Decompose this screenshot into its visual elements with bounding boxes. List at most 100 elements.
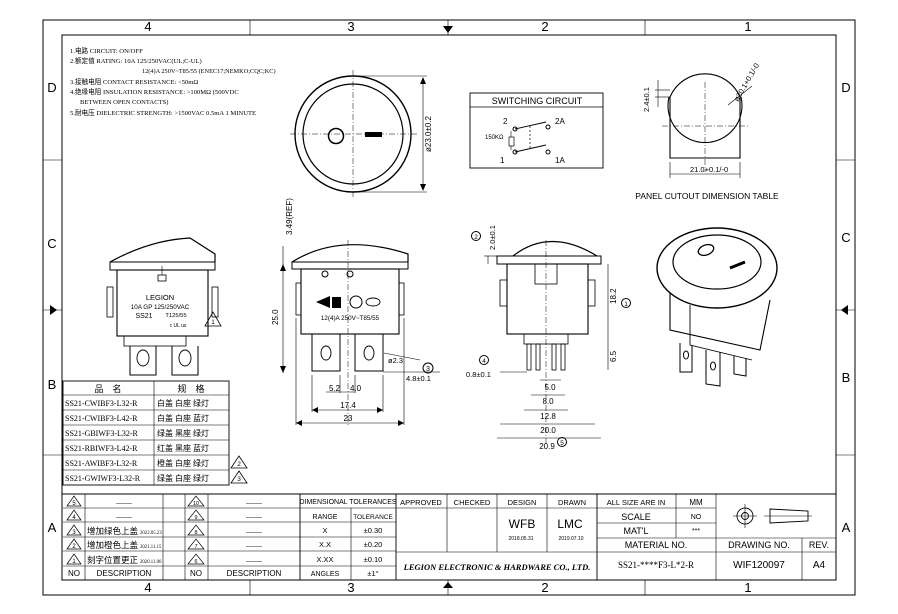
rev-no: 7 <box>194 544 197 550</box>
callout-5: 5 <box>560 440 564 447</box>
design-date: 2018.05.31 <box>508 536 533 542</box>
part-spec: 橙盖 白座 绿灯 <box>157 458 209 468</box>
dim-pin-outer: 12.8 <box>540 412 556 421</box>
drawn-date: 2019.07.10 <box>558 536 583 542</box>
center-arrow-top <box>443 26 453 33</box>
panel-cutout: 2.4±0.1 ø20.1+0.1/-0 21.0+0.1/-0 PANEL C… <box>635 61 779 201</box>
part-name: SS21-CWIBF3-L32-R <box>65 399 138 408</box>
rev-desc: —— <box>245 498 263 507</box>
rev-desc: 刻字位置更正 <box>87 555 139 565</box>
rev-no: 4 <box>72 515 76 521</box>
label-temp: T125/55 <box>165 313 186 319</box>
zone-bottom-3: 3 <box>347 580 354 595</box>
dim-pin-length: 6.5 <box>609 350 618 362</box>
title-block-grid <box>62 493 836 580</box>
zone-top-2: 2 <box>541 19 548 34</box>
rev-col-no: NO <box>190 569 202 578</box>
label-rating: 10A GP 125/250VAC <box>131 304 190 311</box>
drawing-no-label: DRAWING NO. <box>728 540 790 550</box>
switching-circuit: SWITCHING CIRCUIT 2 2A 1 1A 150KΩ <box>469 92 604 169</box>
rev-desc: —— <box>245 556 263 565</box>
part-name: SS21-GBIWF3-L32-R <box>65 429 139 438</box>
tolerance-value: ±1° <box>367 569 378 578</box>
rev-no: 1 <box>72 559 76 565</box>
drawn-label: DRAWN <box>558 498 586 507</box>
rev-date: 2022.05.23 <box>140 531 162 536</box>
material-no-value: SS21-****F3-L*2-R <box>618 560 694 570</box>
dim-flange: 2.0±0.1 <box>488 225 497 250</box>
tolerance-col-tol: TOLERANCE <box>353 514 393 521</box>
term-2A: 2A <box>555 117 565 126</box>
term-1: 1 <box>500 156 505 165</box>
zone-left-C: C <box>47 236 56 251</box>
note-4b: BETWEEN OPEN CONTACTS) <box>80 99 168 106</box>
note-2b: 12(4)A 250V~T85/55 (ENEC17;NEMKO;CQC;KC) <box>142 68 276 75</box>
side-view-left: LEGION 10A GP 125/250VAC SS21 T125/55 c … <box>106 237 222 376</box>
rev-desc: —— <box>245 527 263 536</box>
part-rev-mark: 3 <box>237 476 241 483</box>
zone-bottom-4: 4 <box>144 580 151 595</box>
zone-left-D: D <box>47 80 56 95</box>
projection-symbol-icon <box>733 504 812 528</box>
dim-pin-width: 4.8±0.1 <box>406 374 431 383</box>
tolerance-value: ±0.10 <box>364 555 383 564</box>
zone-right-B: B <box>842 370 851 385</box>
checked-label: CHECKED <box>454 498 491 507</box>
zone-top-4: 4 <box>144 19 151 34</box>
dim-pin-mid: 8.0 <box>542 397 554 406</box>
cutout-diameter: ø20.1+0.1/-0 <box>732 61 761 103</box>
rev-no: 5 <box>72 501 76 507</box>
dim-pin-offset: 5.2 <box>329 384 341 393</box>
dim-pin-gap: 4.0 <box>350 384 362 393</box>
part-spec: 白盖 白座 绿灯 <box>157 398 209 408</box>
dim-body-width-end: 20.0 <box>540 426 556 435</box>
zone-bottom-1: 1 <box>744 580 751 595</box>
note-4: 4.绝缘电阻 INSULATION RESISTANCE: >100MΩ (50… <box>70 87 239 96</box>
design-by: WFB <box>509 517 536 531</box>
rev-date: 2021.11.15 <box>140 545 162 550</box>
scale-value: NO <box>691 514 702 521</box>
matl-label: MAT'L <box>623 526 648 536</box>
part-spec: 红盖 黑座 蓝灯 <box>157 443 209 453</box>
dim-pin-span: 17.4 <box>340 401 356 410</box>
dim-body-width: 23 <box>344 414 353 423</box>
circuit-title: SWITCHING CIRCUIT <box>492 96 583 106</box>
dim-hole: ø2.3 <box>388 356 403 365</box>
revision-rows-right: 10 9 8 7 6 —— —— —— —— —— NO DESCRIPTION <box>187 495 282 578</box>
part-spec: 白盖 白座 蓝灯 <box>157 413 209 423</box>
design-label: DESIGN <box>508 498 537 507</box>
rev-no: 2 <box>72 544 76 550</box>
rev-desc: —— <box>245 512 263 521</box>
zone-left-A: A <box>48 520 57 535</box>
rev-no: 3 <box>72 530 76 536</box>
tolerance-title: DIMENSIONAL TOLERANCES <box>299 499 396 506</box>
tolerance-range: X <box>322 526 327 535</box>
center-arrow-left <box>50 305 57 315</box>
rev-desc: —— <box>115 512 133 521</box>
company-name: LEGION ELECTRONIC & HARDWARE CO., LTD. <box>403 562 591 572</box>
front-view: ø23.0±0.2 <box>290 70 433 198</box>
drawing-no-value: WIF120097 <box>733 560 785 571</box>
approval-block: APPROVED CHECKED DESIGN DRAWN WFB 2018.0… <box>400 498 590 572</box>
rev-desc: 增加绿色上盖 <box>87 526 139 536</box>
cutout-height: 2.4±0.1 <box>642 87 651 112</box>
dim-pin-inner: 5.0 <box>544 383 556 392</box>
part-name: SS21-AWIBF3-L32-R <box>65 459 138 468</box>
tolerance-value: ±0.30 <box>364 526 383 535</box>
label-rev-mark: 1 <box>211 320 215 326</box>
iso-view <box>656 227 778 387</box>
tolerance-col-range: RANGE <box>313 514 338 521</box>
rev-col-no: NO <box>68 569 80 578</box>
parts-header-spec: 规 格 <box>177 383 204 394</box>
units-value: MM <box>689 498 703 507</box>
front-diameter: ø23.0±0.2 <box>424 115 433 152</box>
label-brand: LEGION <box>146 293 174 302</box>
zone-top-3: 3 <box>347 19 354 34</box>
zone-right-D: D <box>841 80 850 95</box>
note-5: 5.耐电压 DIELECTRIC STRENGTH: >1500VAC 0.5m… <box>70 108 256 117</box>
parts-header-name: 品 名 <box>94 383 121 394</box>
matl-value: *** <box>692 528 700 535</box>
part-rev-mark: 2 <box>237 461 241 468</box>
resistor-value: 150KΩ <box>485 135 504 141</box>
note-2: 2.额定值 RATING: 10A 125/250VAC(UL;C-UL) <box>70 56 202 65</box>
